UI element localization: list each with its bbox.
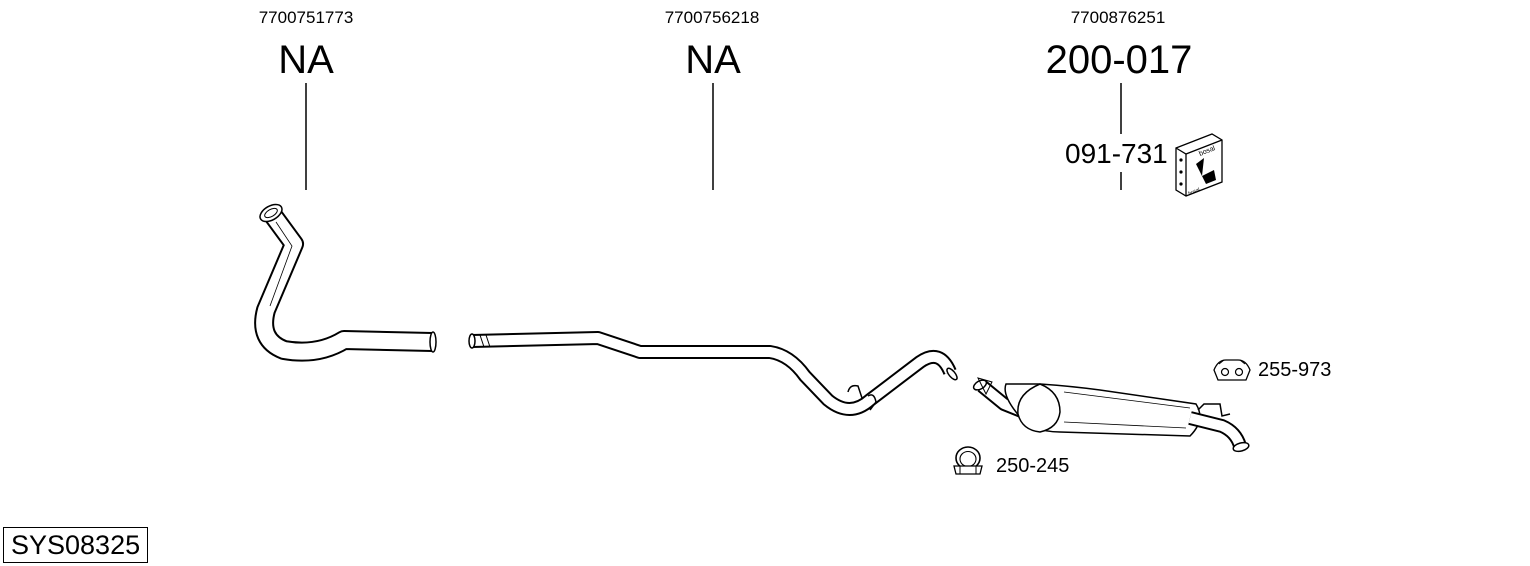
- part-number-2: NA: [685, 38, 741, 82]
- rear-silencer: [972, 377, 1250, 453]
- clamp-part-number: 250-245: [996, 455, 1070, 477]
- bosal-fitting-kit-box-icon: bosal bosal: [1175, 133, 1223, 197]
- pipe-clamp-icon: [953, 446, 983, 475]
- part-number-3: 200-017: [1045, 38, 1193, 82]
- svg-text:bosal: bosal: [1188, 187, 1201, 197]
- fitting-kit-part-number: 091-731: [1065, 138, 1168, 169]
- oe-number-3: 7700876251: [1070, 8, 1166, 27]
- hanger-part-number: 255-973: [1258, 359, 1332, 381]
- rubber-hanger-icon: [1213, 359, 1251, 381]
- intermediate-pipe: [468, 331, 958, 416]
- part-number-1: NA: [278, 38, 334, 82]
- system-code-box: SYS08325: [3, 527, 149, 563]
- front-pipe: [254, 203, 437, 362]
- oe-number-1: 7700751773: [258, 8, 354, 27]
- oe-number-2: 7700756218: [664, 8, 760, 27]
